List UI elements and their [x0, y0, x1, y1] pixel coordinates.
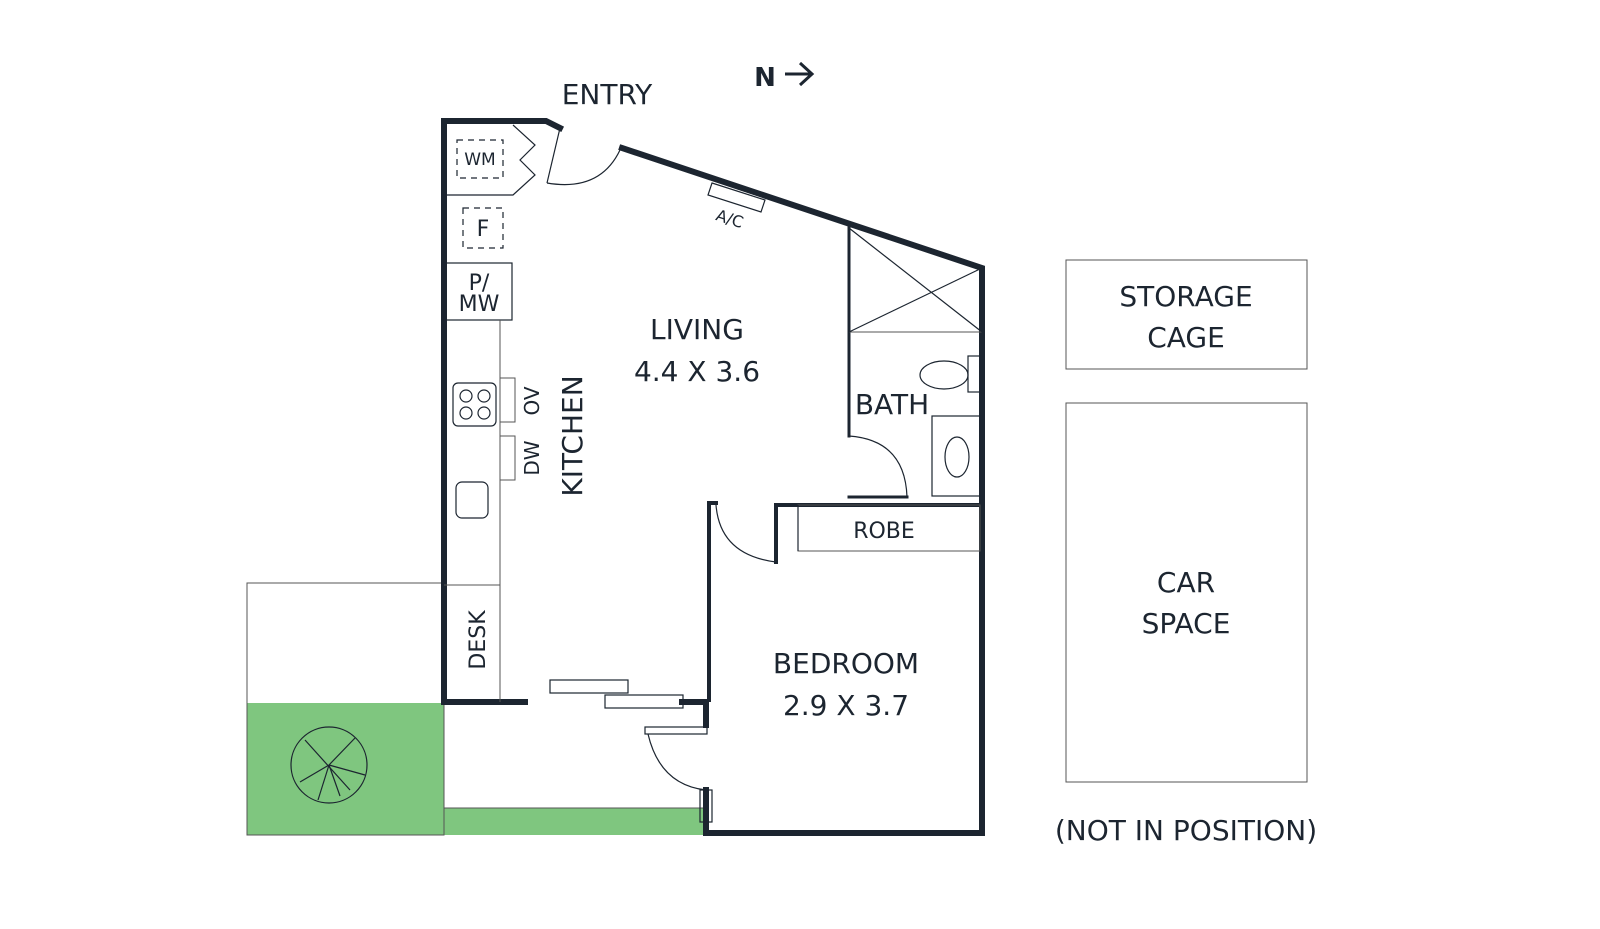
bath-door[interactable]	[848, 435, 908, 498]
storage-cage	[1065, 259, 1308, 370]
courtyard-outline	[246, 582, 445, 836]
sliding-door[interactable]	[549, 679, 629, 694]
pantry-label-2: MW	[459, 292, 500, 317]
desk-label: DESK	[466, 610, 491, 670]
not-in-position-note: (NOT IN POSITION)	[1055, 814, 1317, 847]
pantry-label-1: P/	[469, 271, 490, 296]
bedroom-dims: 2.9 X 3.7	[783, 689, 909, 722]
wm-label: WM	[464, 150, 495, 170]
exterior-walls	[441, 118, 985, 836]
bedroom-door[interactable]	[715, 504, 777, 563]
entry-label: ENTRY	[562, 78, 653, 111]
car-space	[1065, 402, 1308, 783]
kitchen-label: KITCHEN	[556, 375, 589, 496]
fridge-label: F	[477, 217, 490, 242]
cooktop-icon	[452, 382, 497, 427]
bath-label: BATH	[855, 388, 929, 421]
living-dims: 4.4 X 3.6	[634, 355, 760, 388]
oven-label: OV	[520, 386, 544, 415]
ac-label: A/C	[714, 205, 746, 232]
robe-label: ROBE	[853, 519, 915, 544]
compass-label: N	[754, 63, 776, 93]
dishwasher-label: DW	[520, 440, 544, 475]
car-label-1: CAR	[1157, 566, 1215, 599]
car-label-2: SPACE	[1142, 607, 1231, 640]
courtyard-door[interactable]	[647, 733, 707, 791]
storage-label-1: STORAGE	[1119, 280, 1252, 313]
sink-icon	[455, 481, 489, 519]
tree-icon	[290, 726, 368, 804]
storage-label-2: CAGE	[1147, 321, 1225, 354]
ac-unit	[707, 182, 766, 213]
garden-strip	[444, 808, 706, 835]
arrow-right-icon	[785, 61, 815, 87]
living-label: LIVING	[650, 313, 744, 346]
bedroom-label: BEDROOM	[773, 647, 919, 680]
entry-door[interactable]	[546, 127, 621, 186]
toilet-icon	[919, 360, 969, 390]
vanity-icon	[931, 415, 981, 497]
laundry-bifold-door[interactable]	[444, 124, 536, 196]
